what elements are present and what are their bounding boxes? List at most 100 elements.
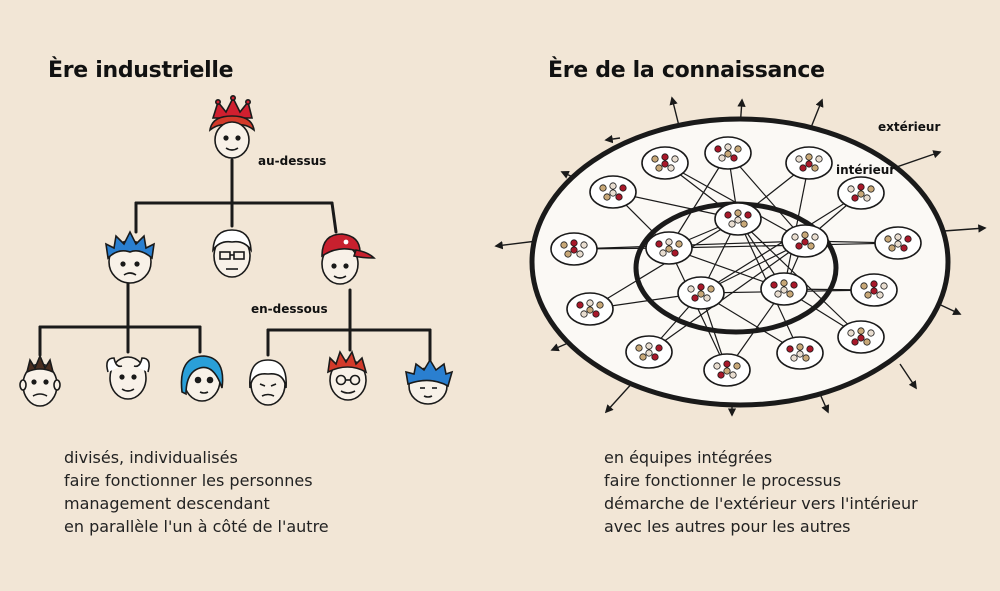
team-member-dot <box>807 242 815 250</box>
head-bottom-2 <box>106 356 150 400</box>
team-member-dot <box>707 285 715 293</box>
team-member-dot <box>671 155 679 163</box>
head-bottom-5 <box>326 350 368 401</box>
team-member-dot <box>609 189 617 197</box>
team-member-dot <box>714 145 722 153</box>
team-member-dot <box>586 299 594 307</box>
team-member-dot <box>639 353 647 361</box>
team-member-dot <box>876 291 884 299</box>
team-member-dot <box>805 153 813 161</box>
team-member-dot <box>780 279 788 287</box>
team-member-dot <box>580 241 588 249</box>
team-member-dot <box>796 350 804 358</box>
right-title: Ère de la connaissance <box>548 58 825 83</box>
team-member-dot <box>867 185 875 193</box>
team-member-dot <box>863 194 871 202</box>
left-title: Ère industrielle <box>48 58 234 83</box>
label-interieur: intérieur <box>836 163 896 177</box>
team-member-dot <box>576 301 584 309</box>
team-member-dot <box>795 155 803 163</box>
team-member-dot <box>744 211 752 219</box>
team-member-dot <box>723 360 731 368</box>
head-bottom-1 <box>19 353 61 407</box>
team-member-dot <box>801 238 809 246</box>
right-caption-3: démarche de l'extérieur vers l'intérieur <box>604 494 918 513</box>
left-caption-2: faire fonctionner les personnes <box>64 471 313 490</box>
team-member-dot <box>717 371 725 379</box>
team-member-dot <box>665 238 673 246</box>
team-member-dot <box>655 344 663 352</box>
team-member-dot <box>734 209 742 217</box>
org-chart <box>38 158 432 362</box>
team-member-dot <box>661 153 669 161</box>
team-member-dot <box>687 285 695 293</box>
left-caption-1: divisés, individualisés <box>64 448 238 467</box>
team-member-dot <box>863 338 871 346</box>
head-bottom-3 <box>180 355 224 402</box>
team-member-dot <box>713 362 721 370</box>
team-member-dot <box>894 240 902 248</box>
team-member-dot <box>870 287 878 295</box>
head-mid-right <box>321 233 376 285</box>
team-member-dot <box>655 240 663 248</box>
label-en-dessous: en-dessous <box>251 302 328 316</box>
right-caption-1: en équipes intégrées <box>604 448 773 467</box>
team-member-dot <box>675 240 683 248</box>
team-member-dot <box>580 310 588 318</box>
team-member-dot <box>867 329 875 337</box>
team-member-dot <box>780 286 788 294</box>
label-exterieur: extérieur <box>878 120 941 134</box>
team-member-dot <box>860 282 868 290</box>
team-member-dot <box>894 233 902 241</box>
left-captions: divisés, individualisés faire fonctionne… <box>64 446 329 538</box>
team-member-dot <box>645 349 653 357</box>
team-member-dot <box>900 244 908 252</box>
team-member-dot <box>599 184 607 192</box>
team-member-dot <box>691 294 699 302</box>
team-member-dot <box>740 220 748 228</box>
team-member-dot <box>790 354 798 362</box>
team-member-dot <box>857 190 865 198</box>
team-member-dot <box>734 216 742 224</box>
team-member-dot <box>723 367 731 375</box>
team-member-dot <box>730 154 738 162</box>
team-member-dot <box>857 334 865 342</box>
team-member-dot <box>811 233 819 241</box>
team-member-dot <box>655 164 663 172</box>
team-member-dot <box>888 244 896 252</box>
team-member-dot <box>811 164 819 172</box>
team-member-dot <box>586 306 594 314</box>
team-member-dot <box>799 164 807 172</box>
team-member-dot <box>734 145 742 153</box>
team-member-dot <box>796 343 804 351</box>
team-member-dot <box>724 143 732 151</box>
right-captions: en équipes intégrées faire fonctionner l… <box>604 446 918 538</box>
team-member-dot <box>619 184 627 192</box>
team-member-dot <box>815 155 823 163</box>
team-member-dot <box>570 246 578 254</box>
team-member-dot <box>570 239 578 247</box>
team-member-dot <box>718 154 726 162</box>
team-member-dot <box>864 291 872 299</box>
team-member-dot <box>615 193 623 201</box>
team-member-dot <box>665 245 673 253</box>
team-member-dot <box>774 290 782 298</box>
team-member-dot <box>847 185 855 193</box>
team-member-dot <box>806 345 814 353</box>
team-member-dot <box>880 282 888 290</box>
team-member-dot <box>596 301 604 309</box>
team-member-dot <box>786 290 794 298</box>
team-member-dot <box>733 362 741 370</box>
team-member-dot <box>576 250 584 258</box>
right-caption-2: faire fonctionner le processus <box>604 471 842 490</box>
team-member-dot <box>802 354 810 362</box>
right-caption-4: avec les autres pour les autres <box>604 517 851 536</box>
team-member-dot <box>729 371 737 379</box>
team-member-dot <box>904 235 912 243</box>
team-member-dot <box>847 329 855 337</box>
head-mid-left <box>104 230 156 284</box>
team-member-dot <box>728 220 736 228</box>
team-member-dot <box>651 155 659 163</box>
team-member-dot <box>661 160 669 168</box>
